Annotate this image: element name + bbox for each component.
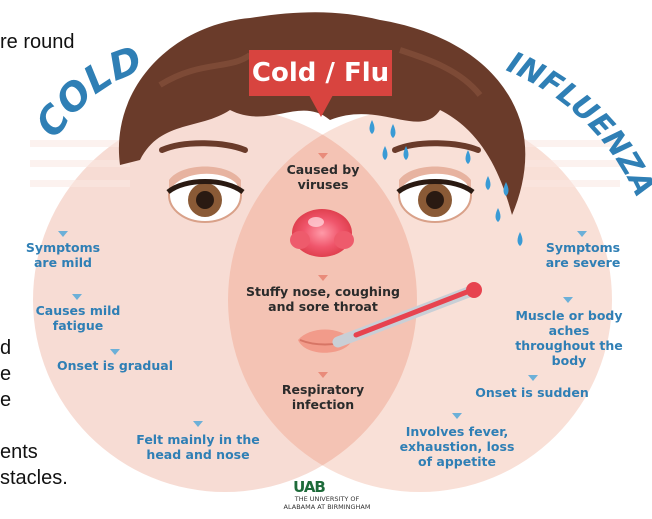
flu-arrow-2 bbox=[563, 297, 573, 303]
cold-arrow-3 bbox=[110, 349, 120, 355]
cold-item-1: Symptoms are mild bbox=[18, 240, 108, 270]
cold-arrow-4 bbox=[193, 421, 203, 427]
center-arrow-1 bbox=[318, 153, 328, 159]
flu-arrow-3 bbox=[528, 375, 538, 381]
center-item-1: Caused by viruses bbox=[268, 162, 378, 192]
flu-item-1: Symptoms are severe bbox=[538, 240, 628, 270]
cold-arrow-1 bbox=[58, 231, 68, 237]
flu-arrow-4 bbox=[452, 413, 462, 419]
center-arrow-3 bbox=[318, 372, 328, 378]
flu-item-4: Involves fever, exhaustion, loss of appe… bbox=[392, 424, 522, 469]
cold-item-4: Felt mainly in the head and nose bbox=[133, 432, 263, 462]
uab-logo-text: THE UNIVERSITY OF ALABAMA AT BIRMINGHAM bbox=[262, 496, 392, 511]
banner-pointer bbox=[309, 95, 333, 117]
cold-item-3: Onset is gradual bbox=[55, 358, 175, 373]
uab-logo-line-2: ALABAMA AT BIRMINGHAM bbox=[262, 504, 392, 512]
center-item-3: Respiratory infection bbox=[273, 382, 373, 412]
center-arrow-2 bbox=[318, 275, 328, 281]
uab-logo: UAB bbox=[282, 478, 336, 494]
cold-item-2: Causes mild fatigue bbox=[32, 303, 124, 333]
cold-flu-banner: Cold / Flu bbox=[249, 50, 392, 96]
cold-arrow-2 bbox=[72, 294, 82, 300]
flu-item-3: Onset is sudden bbox=[472, 385, 592, 400]
flu-arrow-1 bbox=[577, 231, 587, 237]
flu-item-2: Muscle or body aches throughout the body bbox=[510, 308, 628, 368]
center-item-2: Stuffy nose, coughing and sore throat bbox=[243, 284, 403, 314]
